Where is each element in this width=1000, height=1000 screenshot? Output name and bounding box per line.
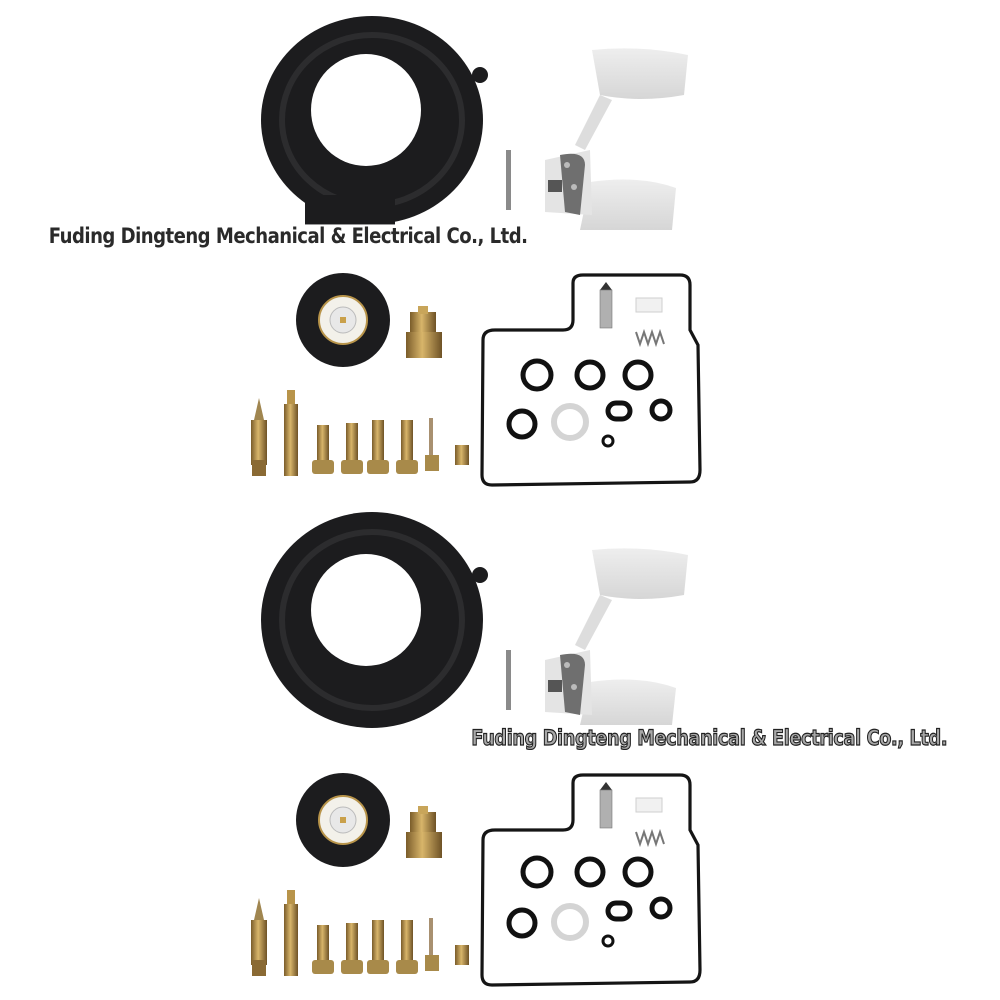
needle-valve-icon [599, 782, 613, 829]
needle-valve-icon [599, 282, 613, 329]
o-rings-icon [506, 855, 673, 948]
spring-icon [635, 328, 665, 348]
large-diaphragm-icon [261, 512, 488, 728]
pump-diaphragm-icon [296, 773, 390, 867]
filter-icon [635, 797, 663, 813]
float-pin-icon [506, 650, 511, 710]
watermark-company-name: Fuding Dingteng Mechanical & Electrical … [47, 224, 530, 248]
o-rings-icon [506, 358, 673, 448]
kit-photo-bottom [0, 500, 1000, 1000]
pump-diaphragm-icon [296, 273, 390, 367]
float-assembly-icon [545, 48, 688, 230]
float-assembly-icon [545, 548, 688, 725]
float-bowl-gasket-icon [480, 273, 702, 487]
watermark-company-name-outlined: Fuding Dingteng Mechanical & Electrical … [468, 725, 951, 751]
kit-photo-top: Fuding Dingteng Mechanical & Electrical … [47, 16, 702, 487]
filter-icon [635, 297, 663, 313]
brass-parts-row-icon [251, 890, 469, 976]
brass-plug-icon [406, 806, 442, 858]
brass-parts-row-icon [251, 390, 469, 476]
float-pin-icon [506, 150, 511, 210]
large-diaphragm-icon [261, 16, 488, 225]
brass-plug-icon [406, 306, 442, 358]
kit-illustration [251, 512, 702, 987]
float-bowl-gasket-icon [480, 773, 702, 987]
spring-icon [635, 828, 665, 848]
kit-illustration [251, 16, 702, 487]
